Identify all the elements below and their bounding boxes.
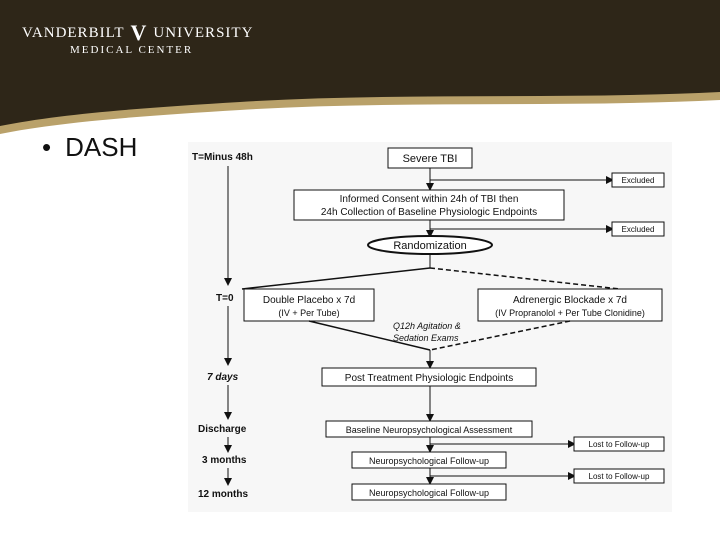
box-lost-followup-2 [573,468,665,484]
box-followup-3-months [351,451,507,469]
box-post-treatment [321,367,537,387]
university-logo: VANDERBILT V UNIVERSITY [22,20,253,46]
box-post-treatment-label: Post Treatment Physiologic Endpoints [345,373,513,384]
oval-randomization-label: Randomization [393,240,466,252]
box-baseline-neuro [325,420,533,438]
timeline-label-t0: T=0 [216,293,234,304]
box-followup-12-label: Neuropsychological Follow-up [369,488,489,498]
q12-label-line1: Q12h Agitation & [393,321,461,331]
box-double-placebo [243,288,375,322]
box-excluded-1-label: Excluded [622,176,655,185]
timeline-label-discharge: Discharge [198,424,247,435]
box-excluded-2-label: Excluded [622,225,655,234]
box-severe-tbi-label: Severe TBI [403,153,458,165]
timeline-label-3months: 3 months [202,455,247,466]
header-dark-band [0,0,720,126]
timeline-label-minus48: T=Minus 48h [192,152,253,163]
timeline-label-12months: 12 months [198,489,248,500]
timeline-label-7days: 7 days [207,372,239,383]
logo-left-text: VANDERBILT [22,25,125,41]
box-lost-2-label: Lost to Follow-up [589,472,650,481]
header-banner [0,0,720,134]
branch-to-placebo [241,267,431,290]
flow-diagram-svg: T=Minus 48h T=0 7 days Discharge 3 month… [192,147,665,501]
box-consent-line1: Informed Consent within 24h of TBI then [340,194,519,205]
logo-subtitle: MEDICAL CENTER [70,44,194,56]
box-blockade-line2: (IV Propranolol + Per Tube Clonidine) [495,308,645,318]
box-excluded-1 [611,172,665,188]
study-flow-diagram: T=Minus 48h T=0 7 days Discharge 3 month… [188,142,672,512]
box-lost-followup-1 [573,436,665,452]
converge-from-placebo [308,320,431,351]
logo-v-mark-icon: V [130,20,148,45]
q12-label-line2: Sedation Exams [393,333,459,343]
branch-to-blockade [429,267,621,290]
slide-bullet: • DASH [42,132,137,163]
box-excluded-2 [611,221,665,237]
box-placebo-line1: Double Placebo x 7d [263,295,355,306]
slide-header: VANDERBILT V UNIVERSITY MEDICAL CENTER [0,0,720,160]
box-placebo-line2: (IV + Per Tube) [278,308,339,318]
timeline: T=Minus 48h T=0 7 days Discharge 3 month… [192,152,253,500]
logo-right-text: UNIVERSITY [153,25,254,41]
slide-title: DASH [65,132,138,162]
box-informed-consent [293,189,565,221]
bullet-dot: • [42,132,52,162]
box-baseline-neuro-label: Baseline Neuropsychological Assessment [346,425,513,435]
box-followup-3-label: Neuropsychological Follow-up [369,456,489,466]
box-blockade-line1: Adrenergic Blockade x 7d [513,295,627,306]
box-lost-1-label: Lost to Follow-up [589,440,650,449]
box-followup-12-months [351,483,507,501]
box-consent-line2: 24h Collection of Baseline Physiologic E… [321,207,537,218]
